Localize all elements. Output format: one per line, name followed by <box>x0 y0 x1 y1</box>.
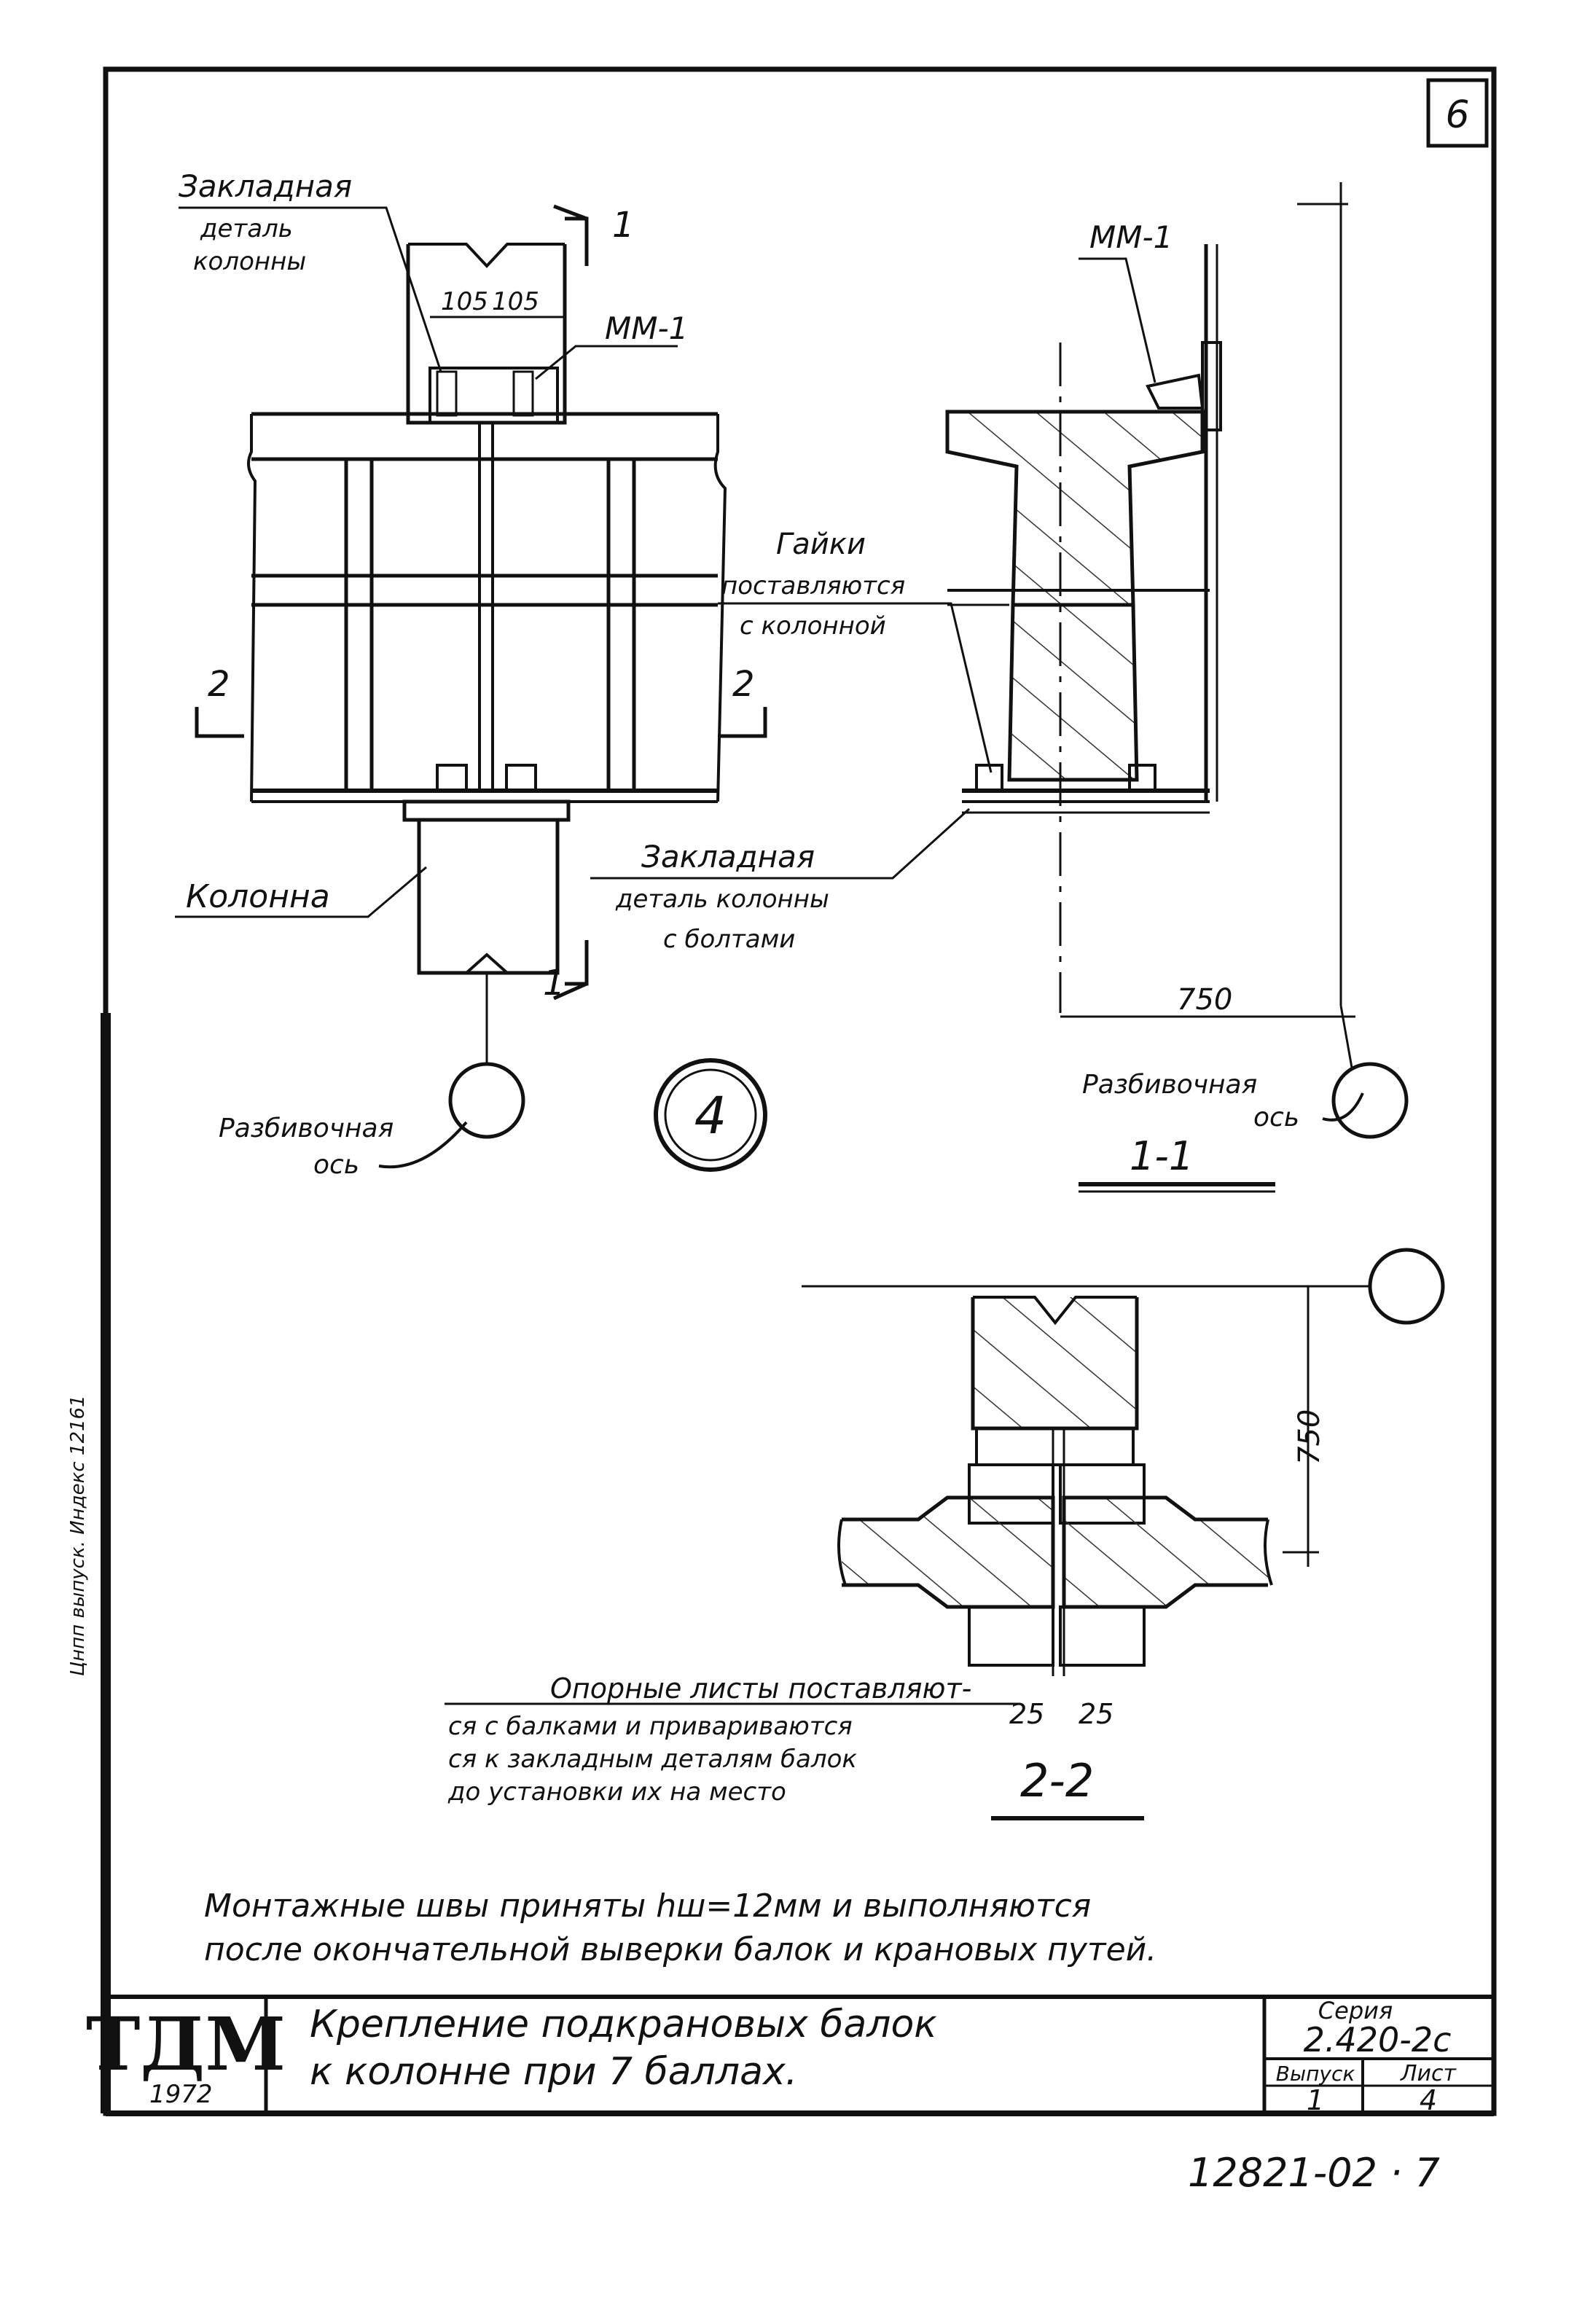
section-1-1-view <box>945 182 1409 1139</box>
section-title-1-1: 1-1 <box>1079 1133 1275 1193</box>
embedded-part-label: Закладная деталь колонны <box>179 168 442 372</box>
title-line-2: к колонне при 7 баллах. <box>310 2050 797 2094</box>
svg-text:деталь колонны: деталь колонны <box>615 885 829 914</box>
svg-text:деталь: деталь <box>200 214 293 243</box>
section-title-2-2: 2-2 <box>991 1754 1144 1820</box>
issue-value: 1 <box>1307 2084 1324 2116</box>
svg-text:Колонна: Колонна <box>186 878 330 915</box>
dim-25-right: 25 <box>1079 1698 1113 1730</box>
svg-text:Монтажные швы приняты hш=12мм: Монтажные швы приняты hш=12мм и выполняю… <box>204 1887 1091 1925</box>
axis-label-main: Разбивочная ось <box>219 1114 468 1180</box>
detail-number-badge: 4 <box>654 1058 767 1172</box>
sheet-frame <box>101 66 1497 2116</box>
title-block <box>264 1997 1494 2113</box>
sheet-corner-number: 6 <box>1445 93 1469 137</box>
svg-text:после окончательной выверки ба: после окончательной выверки балок и кран… <box>204 1931 1156 1968</box>
main-view <box>247 243 727 1139</box>
svg-text:Разбивочная: Разбивочная <box>219 1114 394 1143</box>
title-year: 1972 <box>149 2080 213 2109</box>
tdm-logo: ТДМ <box>86 2001 286 2087</box>
column-label: Колонна <box>175 866 427 918</box>
svg-text:Опорные листы поставляют-: Опорные листы поставляют- <box>550 1672 971 1705</box>
section-marks-main <box>195 204 767 1001</box>
svg-text:ся с балками и привариваются: ся с балками и привариваются <box>448 1712 853 1741</box>
svg-text:Закладная: Закладная <box>179 168 352 204</box>
nuts-label: Гайки поставляются с колонной <box>718 528 993 773</box>
svg-text:ось: ось <box>1253 1103 1299 1132</box>
svg-text:ся к закладным деталям балок: ся к закладным деталям балок <box>448 1745 857 1774</box>
dim-105-right: 105 <box>492 287 539 316</box>
title-line-1: Крепление подкрановых балок <box>310 2003 937 2046</box>
section-mark-2-left: 2 <box>208 664 230 705</box>
svg-text:4: 4 <box>694 1086 727 1146</box>
svg-text:Гайки: Гайки <box>776 528 866 561</box>
general-note: Монтажные швы приняты hш=12мм и выполняю… <box>204 1887 1156 1968</box>
dim-750-section-1: 750 <box>1177 983 1232 1017</box>
sheet-value: 4 <box>1420 2084 1437 2116</box>
svg-text:2-2: 2-2 <box>1020 1754 1094 1807</box>
series-value: 2.420-2с <box>1304 2020 1452 2059</box>
document-number: 12821-02 · 7 <box>1188 2150 1440 2196</box>
axis-label-section-1: Разбивочная ось <box>1082 1070 1364 1132</box>
svg-text:с болтами: с болтами <box>663 925 795 954</box>
svg-text:ММ-1: ММ-1 <box>605 310 688 346</box>
plate-mark-section-1: ММ-1 <box>1079 219 1173 383</box>
issue-label: Выпуск <box>1276 2062 1355 2086</box>
support-plates-note: Опорные листы поставляют- ся с балками и… <box>445 1672 1020 1807</box>
dim-750-section-2: 750 <box>1293 1409 1326 1465</box>
sheet-corner-box: 6 <box>1426 78 1489 148</box>
svg-text:поставляются: поставляются <box>721 571 905 600</box>
sheet-label: Лист <box>1400 2061 1457 2086</box>
section-mark-1-bottom: 1 <box>543 963 565 1003</box>
svg-text:до установки их на место: до установки их на место <box>447 1777 786 1807</box>
embedded-part-bolts-label: Закладная деталь колонны с болтами <box>590 807 971 954</box>
section-mark-2-right: 2 <box>732 664 755 705</box>
svg-text:Разбивочная: Разбивочная <box>1082 1070 1257 1100</box>
svg-text:1-1: 1-1 <box>1130 1133 1194 1179</box>
section-mark-1-top: 1 <box>612 205 635 246</box>
svg-text:ММ-1: ММ-1 <box>1089 219 1173 255</box>
svg-text:с колонной: с колонной <box>740 611 886 641</box>
plate-mark-main: ММ-1 <box>535 310 688 380</box>
series-label: Серия <box>1318 1997 1393 2024</box>
svg-text:ось: ось <box>313 1150 359 1180</box>
svg-text:колонны: колонны <box>193 247 306 276</box>
margin-archive-text: Цнпп выпуск. Индекс 12161 <box>67 1395 89 1676</box>
dim-105-left: 105 <box>441 287 488 316</box>
svg-text:Закладная: Закладная <box>641 839 815 875</box>
section-2-2-view <box>802 1248 1445 1676</box>
